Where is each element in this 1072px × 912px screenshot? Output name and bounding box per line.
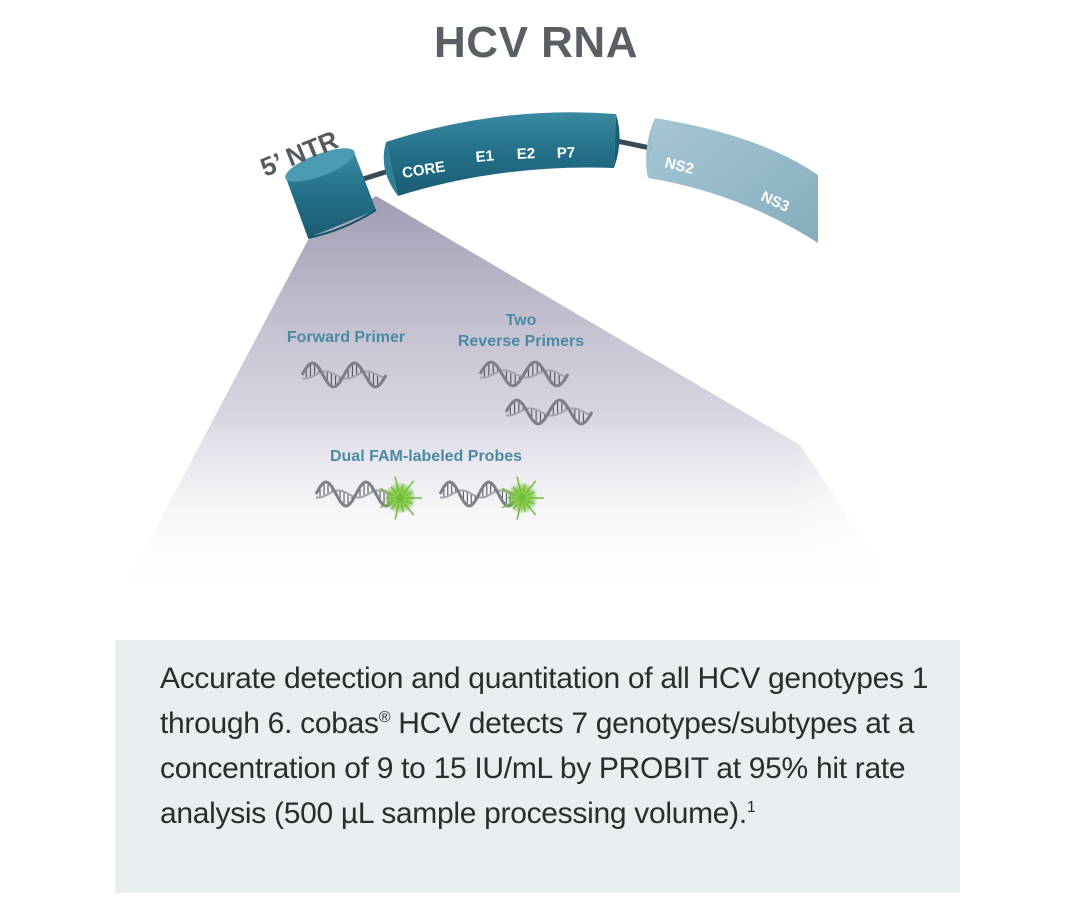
forward-primer-label: Forward Primer [287,329,405,346]
helix-layer [300,360,594,520]
core-label: CORE [401,158,446,182]
ns2-label: NS2 [663,154,695,178]
fam-probe-icon [314,476,422,520]
diagram-title: HCV RNA [434,18,638,67]
caption-box: Accurate detection and quantitation of a… [115,640,960,893]
footnote-marker: 1 [746,799,756,816]
registered-mark: ® [378,709,391,726]
p7-label: P7 [557,144,576,162]
caption-part2: HCV detects 7 genotypes/subtypes at a co… [160,707,915,830]
forward-primer-icon [300,361,388,389]
reverse-primer-icon [504,398,594,426]
ns-segment [646,118,818,243]
zoom-cone-fade [118,196,905,600]
reverse-primers-label-line2: Reverse Primers [458,333,584,350]
reverse-primers-label-line1: Two [506,312,537,329]
e2-label: E2 [516,145,535,163]
fam-probe-icon [438,476,544,520]
e1-label: E1 [475,147,495,166]
ntr-segment [285,148,377,239]
probes-label: Dual FAM-labeled Probes [330,448,522,465]
core-p7-segment [383,112,620,196]
caption-part1: Accurate detection and quantitation of a… [160,662,929,740]
caption-text: Accurate detection and quantitation of a… [160,656,950,836]
reverse-primer-icon [478,360,570,388]
